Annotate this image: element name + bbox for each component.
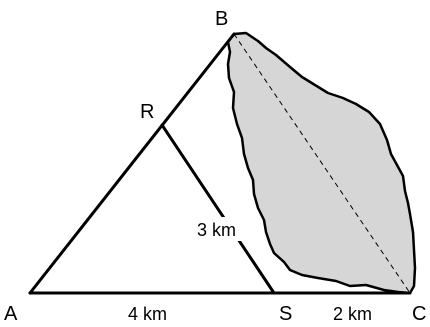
dashed-line-bc	[233, 33, 411, 294]
side-ab	[28, 32, 236, 295]
segment-rs	[160, 123, 276, 295]
label-c: C	[412, 303, 426, 325]
label-s: S	[279, 303, 292, 325]
distance-rs: 3 km	[197, 220, 236, 240]
label-b: B	[215, 8, 228, 30]
label-r: R	[140, 101, 154, 123]
label-a: A	[4, 303, 18, 325]
distance-sc: 2 km	[333, 304, 372, 324]
distance-as: 4 km	[128, 304, 167, 324]
rs-label-background	[193, 217, 251, 241]
